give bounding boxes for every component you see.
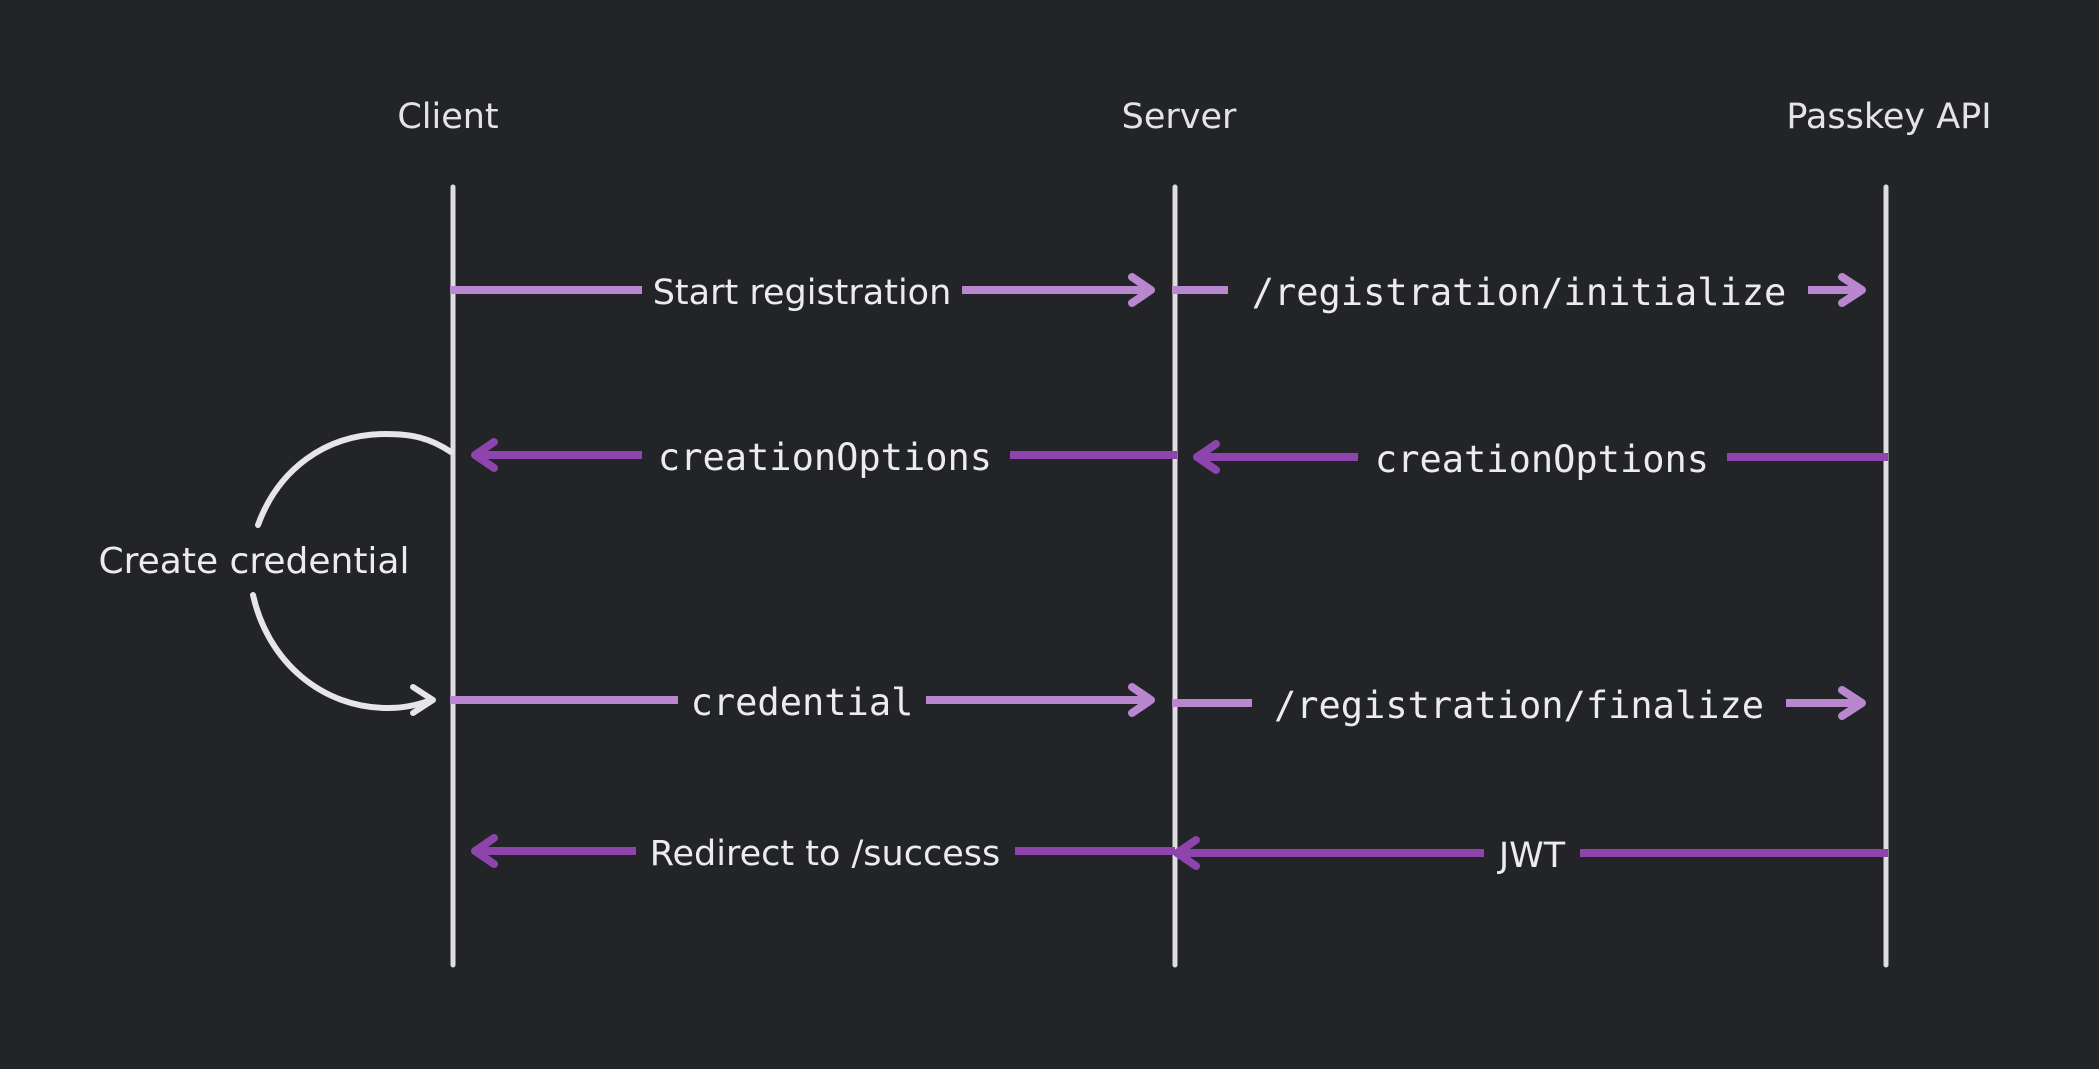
actor-client-label: Client [397,97,498,137]
self-action-create-credential: Create credential [98,431,454,716]
arrow-left-head [1193,440,1220,474]
self-arrow-head [410,684,436,716]
message-label: /registration/initialize [1252,271,1787,314]
message-registration-finalize: /registration/finalize [1172,684,1866,727]
message-label: creationOptions [1375,438,1709,481]
actor-passkey-api-label: Passkey API [1786,97,1991,137]
self-action-label: Create credential [98,541,409,582]
message-creation-options-api: creationOptions [1193,438,1888,481]
self-arc-top [255,431,454,528]
arrow-left-head [471,438,498,472]
message-label: /registration/finalize [1274,684,1764,727]
message-label: creationOptions [658,436,992,479]
message-label: JWT [1497,836,1566,876]
arrow-right-head [1128,273,1155,307]
message-label: credential [691,681,914,724]
arrow-left-head [1173,836,1200,870]
arrow-right-head [1838,273,1866,307]
arrow-right-head [1128,683,1155,717]
arrow-right-head [1838,686,1866,720]
self-arc-bottom [250,592,434,711]
message-redirect-success: Redirect to /success [471,834,1175,874]
message-label: Start registration [653,273,952,313]
message-credential: credential [450,681,1155,724]
message-start-registration: Start registration [450,273,1155,313]
message-label: Redirect to /success [650,834,1000,874]
message-registration-initialize: /registration/initialize [1172,271,1866,314]
arrow-left-head [471,834,498,868]
message-jwt: JWT [1173,836,1888,876]
message-creation-options-server: creationOptions [471,436,1177,479]
actor-server-label: Server [1122,97,1237,137]
